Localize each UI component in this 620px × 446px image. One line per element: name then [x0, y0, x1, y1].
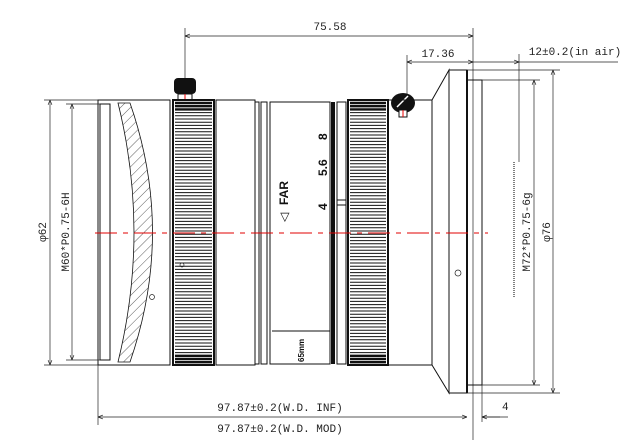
- scale-markings: ◁ FAR 4 5.6 8 65mm: [277, 133, 330, 362]
- dim-length-inf-label: 97.87±0.2(W.D. INF): [217, 403, 342, 415]
- rear-screw-hole: [454, 269, 462, 277]
- dim-front-thread-label: M60*P0.75-6H: [61, 192, 73, 271]
- dim-75-58-label: 75.58: [313, 22, 346, 34]
- aperture-5-6: 5.6: [316, 159, 330, 176]
- dimension-75-58: 75.58: [184, 22, 474, 440]
- far-label: FAR: [277, 181, 291, 205]
- dimension-rear-thread: M72*P0.75-6g φ76: [522, 70, 554, 393]
- aperture-4: 4: [316, 203, 330, 210]
- dimension-overall-length: 97.87±0.2(W.D. INF) 97.87±0.2(W.D. MOD) …: [97, 365, 509, 436]
- dim-17-36-label: 17.36: [421, 49, 454, 61]
- focus-arrow-icon: ◁: [277, 213, 291, 223]
- aperture-8: 8: [316, 133, 330, 140]
- iris-lock-screw[interactable]: [391, 93, 415, 118]
- dim-phi76-label: φ76: [542, 222, 554, 242]
- dim-length-mod-label: 97.87±0.2(W.D. MOD): [217, 424, 342, 436]
- focal-length-label: 65mm: [297, 339, 306, 362]
- dimension-back-focus: 12±0.2(in air): [473, 47, 620, 162]
- dim-rear-thread-label: M72*P0.75-6g: [522, 192, 534, 271]
- rear-mount: [431, 68, 560, 395]
- dimension-17-36: 17.36: [406, 49, 473, 95]
- focus-lock-screw[interactable]: [174, 78, 196, 101]
- dim-back-focus-label: 12±0.2(in air): [529, 47, 620, 59]
- dim-rear-step-label: 4: [502, 402, 509, 414]
- dimension-phi62: φ62 M60*P0.75-6H: [38, 99, 100, 366]
- screw-hole: [149, 294, 155, 300]
- dim-phi62-label: φ62: [38, 222, 50, 242]
